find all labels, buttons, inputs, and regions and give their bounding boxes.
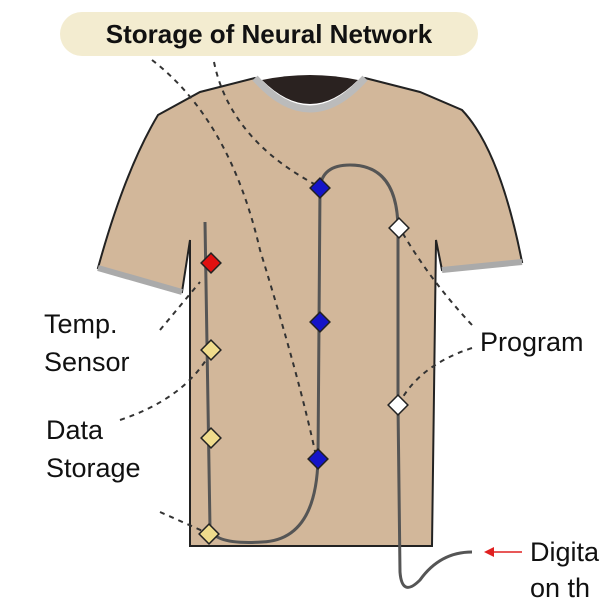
storage-node [198,523,220,545]
data-label-1: Data [46,415,104,445]
conductive-wire [203,163,473,589]
arrow-head [484,547,494,557]
tshirt [96,76,524,547]
program-node [387,394,409,416]
right-sleeve-hem [441,259,523,273]
digital-label-1: Digita [530,537,600,567]
program-label: Program [480,327,584,357]
data-label-2: Storage [46,453,141,483]
temp-label-2: Sensor [44,347,130,377]
neural-node [309,311,331,333]
leader-lines [119,59,473,533]
storage-node [200,427,222,449]
temp-label-1: Temp. [44,309,118,339]
program-node [388,217,410,239]
left-sleeve-hem [97,265,183,295]
neural-node [307,448,329,470]
digital-label-2: on th [530,573,591,603]
collar [252,75,368,113]
temp-sensor-node [200,252,222,274]
neural-node [309,177,331,199]
collar-inner [262,75,358,104]
title-banner: Storage of Neural Network [60,12,478,56]
storage-node [200,339,222,361]
